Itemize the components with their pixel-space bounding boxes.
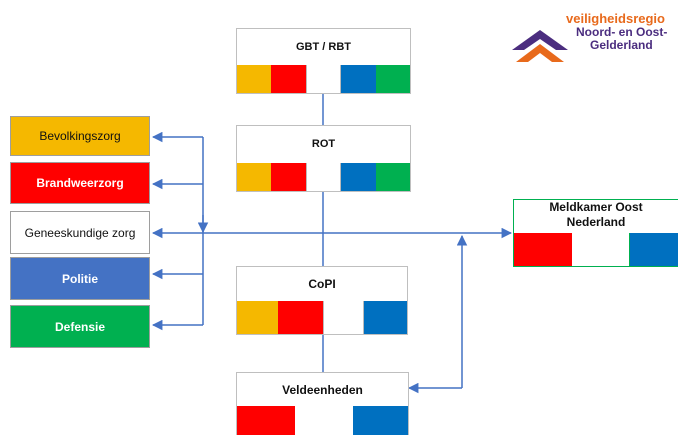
meldkamer-title-line1: Meldkamer Oost (549, 200, 643, 214)
copi-cell-white (323, 301, 364, 334)
meldkamer-cell-blue (630, 233, 678, 266)
logo-line2: Noord- en Oost- (576, 25, 668, 39)
veld-cell-white (295, 406, 353, 435)
meldkamer-box: Meldkamer Oost Nederland (513, 199, 678, 267)
rot-title: ROT (311, 138, 336, 150)
meldkamer-title-line2: Nederland (566, 215, 626, 229)
veld-cell-red (237, 406, 295, 435)
logo-line3: Gelderland (590, 38, 653, 52)
copi-box: CoPI (236, 266, 408, 335)
veldeenheden-box: Veldeenheden (236, 372, 409, 435)
rot-cell-blue (341, 163, 376, 191)
copi-color-bar (237, 301, 407, 334)
gbt-cell-blue (341, 65, 376, 93)
service-brandweerzorg: Brandweerzorg (10, 162, 150, 204)
rot-cell-green (376, 163, 410, 191)
gbt-cell-yellow (237, 65, 271, 93)
veld-cell-blue (353, 406, 408, 435)
logo-line1: veiligheidsregio (566, 11, 665, 26)
meldkamer-cell-white (572, 233, 630, 266)
service-geneeskundige-zorg: Geneeskundige zorg (10, 211, 150, 254)
rot-cell-red (271, 163, 306, 191)
gbt-rbt-title: GBT / RBT (296, 41, 351, 53)
logo: veiligheidsregio Noord- en Oost- Gelderl… (510, 8, 678, 68)
copi-cell-red (278, 301, 323, 334)
rot-box: ROT (236, 125, 411, 192)
gbt-rbt-box: GBT / RBT (236, 28, 411, 94)
gbt-cell-green (376, 65, 410, 93)
gbt-color-bar (237, 65, 410, 93)
service-bevolkingszorg: Bevolkingszorg (10, 116, 150, 156)
chevron-logo-icon (512, 30, 568, 62)
gbt-cell-red (271, 65, 306, 93)
rot-color-bar (237, 163, 410, 191)
veldeenheden-title: Veldeenheden (282, 383, 363, 397)
service-defensie: Defensie (10, 305, 150, 348)
service-politie: Politie (10, 257, 150, 300)
gbt-cell-white (306, 65, 341, 93)
meldkamer-cell-red (514, 233, 572, 266)
copi-cell-yellow (237, 301, 278, 334)
meldkamer-title: Meldkamer Oost Nederland (514, 200, 678, 230)
veld-color-bar (237, 406, 408, 435)
rot-cell-yellow (237, 163, 271, 191)
meldkamer-color-bar (514, 233, 678, 266)
rot-cell-white (306, 163, 341, 191)
copi-cell-blue (364, 301, 407, 334)
copi-title: CoPI (308, 277, 336, 291)
